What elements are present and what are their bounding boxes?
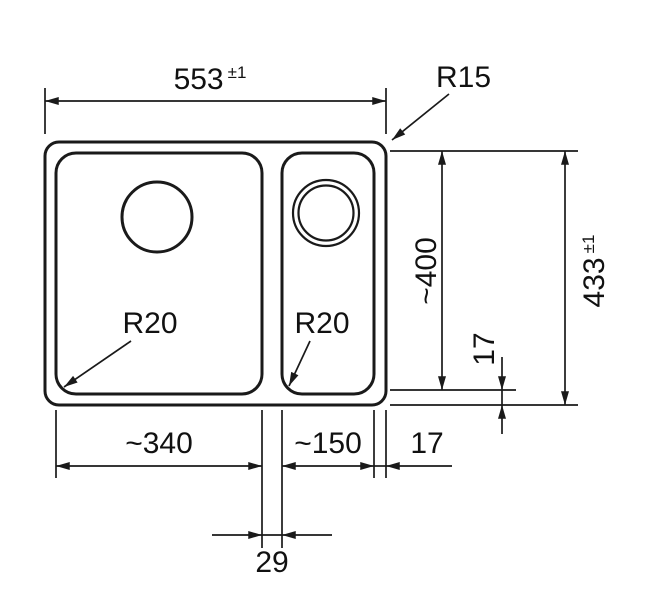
right-bowl-radius-leader-line <box>288 340 311 387</box>
sink-outlines <box>43 140 388 407</box>
overall-width-tolerance: ±1 <box>228 63 247 82</box>
right-bowl-radius-label: R20 <box>294 307 349 340</box>
sink-outer-outline <box>43 140 388 407</box>
divider-width-label: 29 <box>255 546 288 579</box>
overall-height-value: 433 <box>578 257 611 307</box>
corner-radius-leader-line <box>391 93 450 141</box>
bottom-rim-label: 17 <box>468 332 501 365</box>
overall-height-tolerance: ±1 <box>579 235 598 254</box>
right-bowl-width-label: ~150 <box>294 427 362 460</box>
dim-right-side: ~400 17 433±1 <box>390 150 611 434</box>
left-bowl-width-label: ~340 <box>125 427 193 460</box>
dim-overall-width: 553±1 <box>44 63 387 134</box>
dim-corner-radius: R15 <box>391 61 491 141</box>
right-bowl-outline <box>280 151 376 396</box>
right-drain-hole-inner <box>297 184 355 242</box>
left-bowl-radius-leader-line <box>63 340 132 388</box>
dim-right-bowl-radius: R20 <box>288 307 350 387</box>
left-bowl-radius-label: R20 <box>122 307 177 340</box>
dim-bottom-row: ~340 ~150 17 <box>55 410 452 548</box>
dim-divider-width: 29 <box>212 531 332 579</box>
bowl-depth-label: ~400 <box>410 237 443 305</box>
dim-left-bowl-radius: R20 <box>63 307 178 388</box>
overall-height-label: 433±1 <box>578 235 611 308</box>
right-rim-label: 17 <box>410 427 443 460</box>
overall-width-value: 553 <box>174 63 224 96</box>
corner-radius-label: R15 <box>436 61 491 94</box>
overall-width-label: 553±1 <box>174 63 247 96</box>
left-drain-hole <box>120 180 194 254</box>
right-drain-hole-outer <box>291 178 361 248</box>
left-bowl-outline <box>54 151 264 396</box>
